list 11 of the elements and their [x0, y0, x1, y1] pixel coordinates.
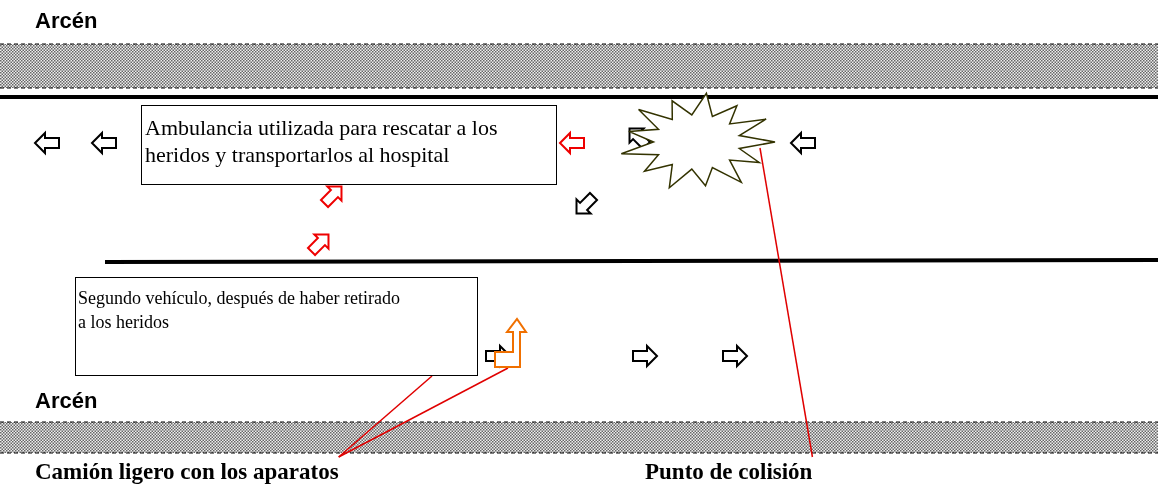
- roadside-label: Arcén: [35, 8, 98, 34]
- collision-burst-icon: [618, 92, 776, 192]
- leader-line: [337, 367, 509, 458]
- callout-text: Punto de colisión: [645, 457, 813, 487]
- bent-arrow-icon: [493, 318, 527, 368]
- caption-box: Segundo vehículo, después de haber retirado a los heridos: [75, 277, 478, 376]
- roadside-label: Arcén: [35, 388, 98, 414]
- leader-line: [337, 375, 433, 458]
- callout-text: Camión ligero con los aparatos: [35, 457, 339, 487]
- caption-box: Ambulancia utilizada para rescatar a los heridos y transportarlos al hospital: [141, 105, 557, 185]
- leader-line: [759, 147, 814, 458]
